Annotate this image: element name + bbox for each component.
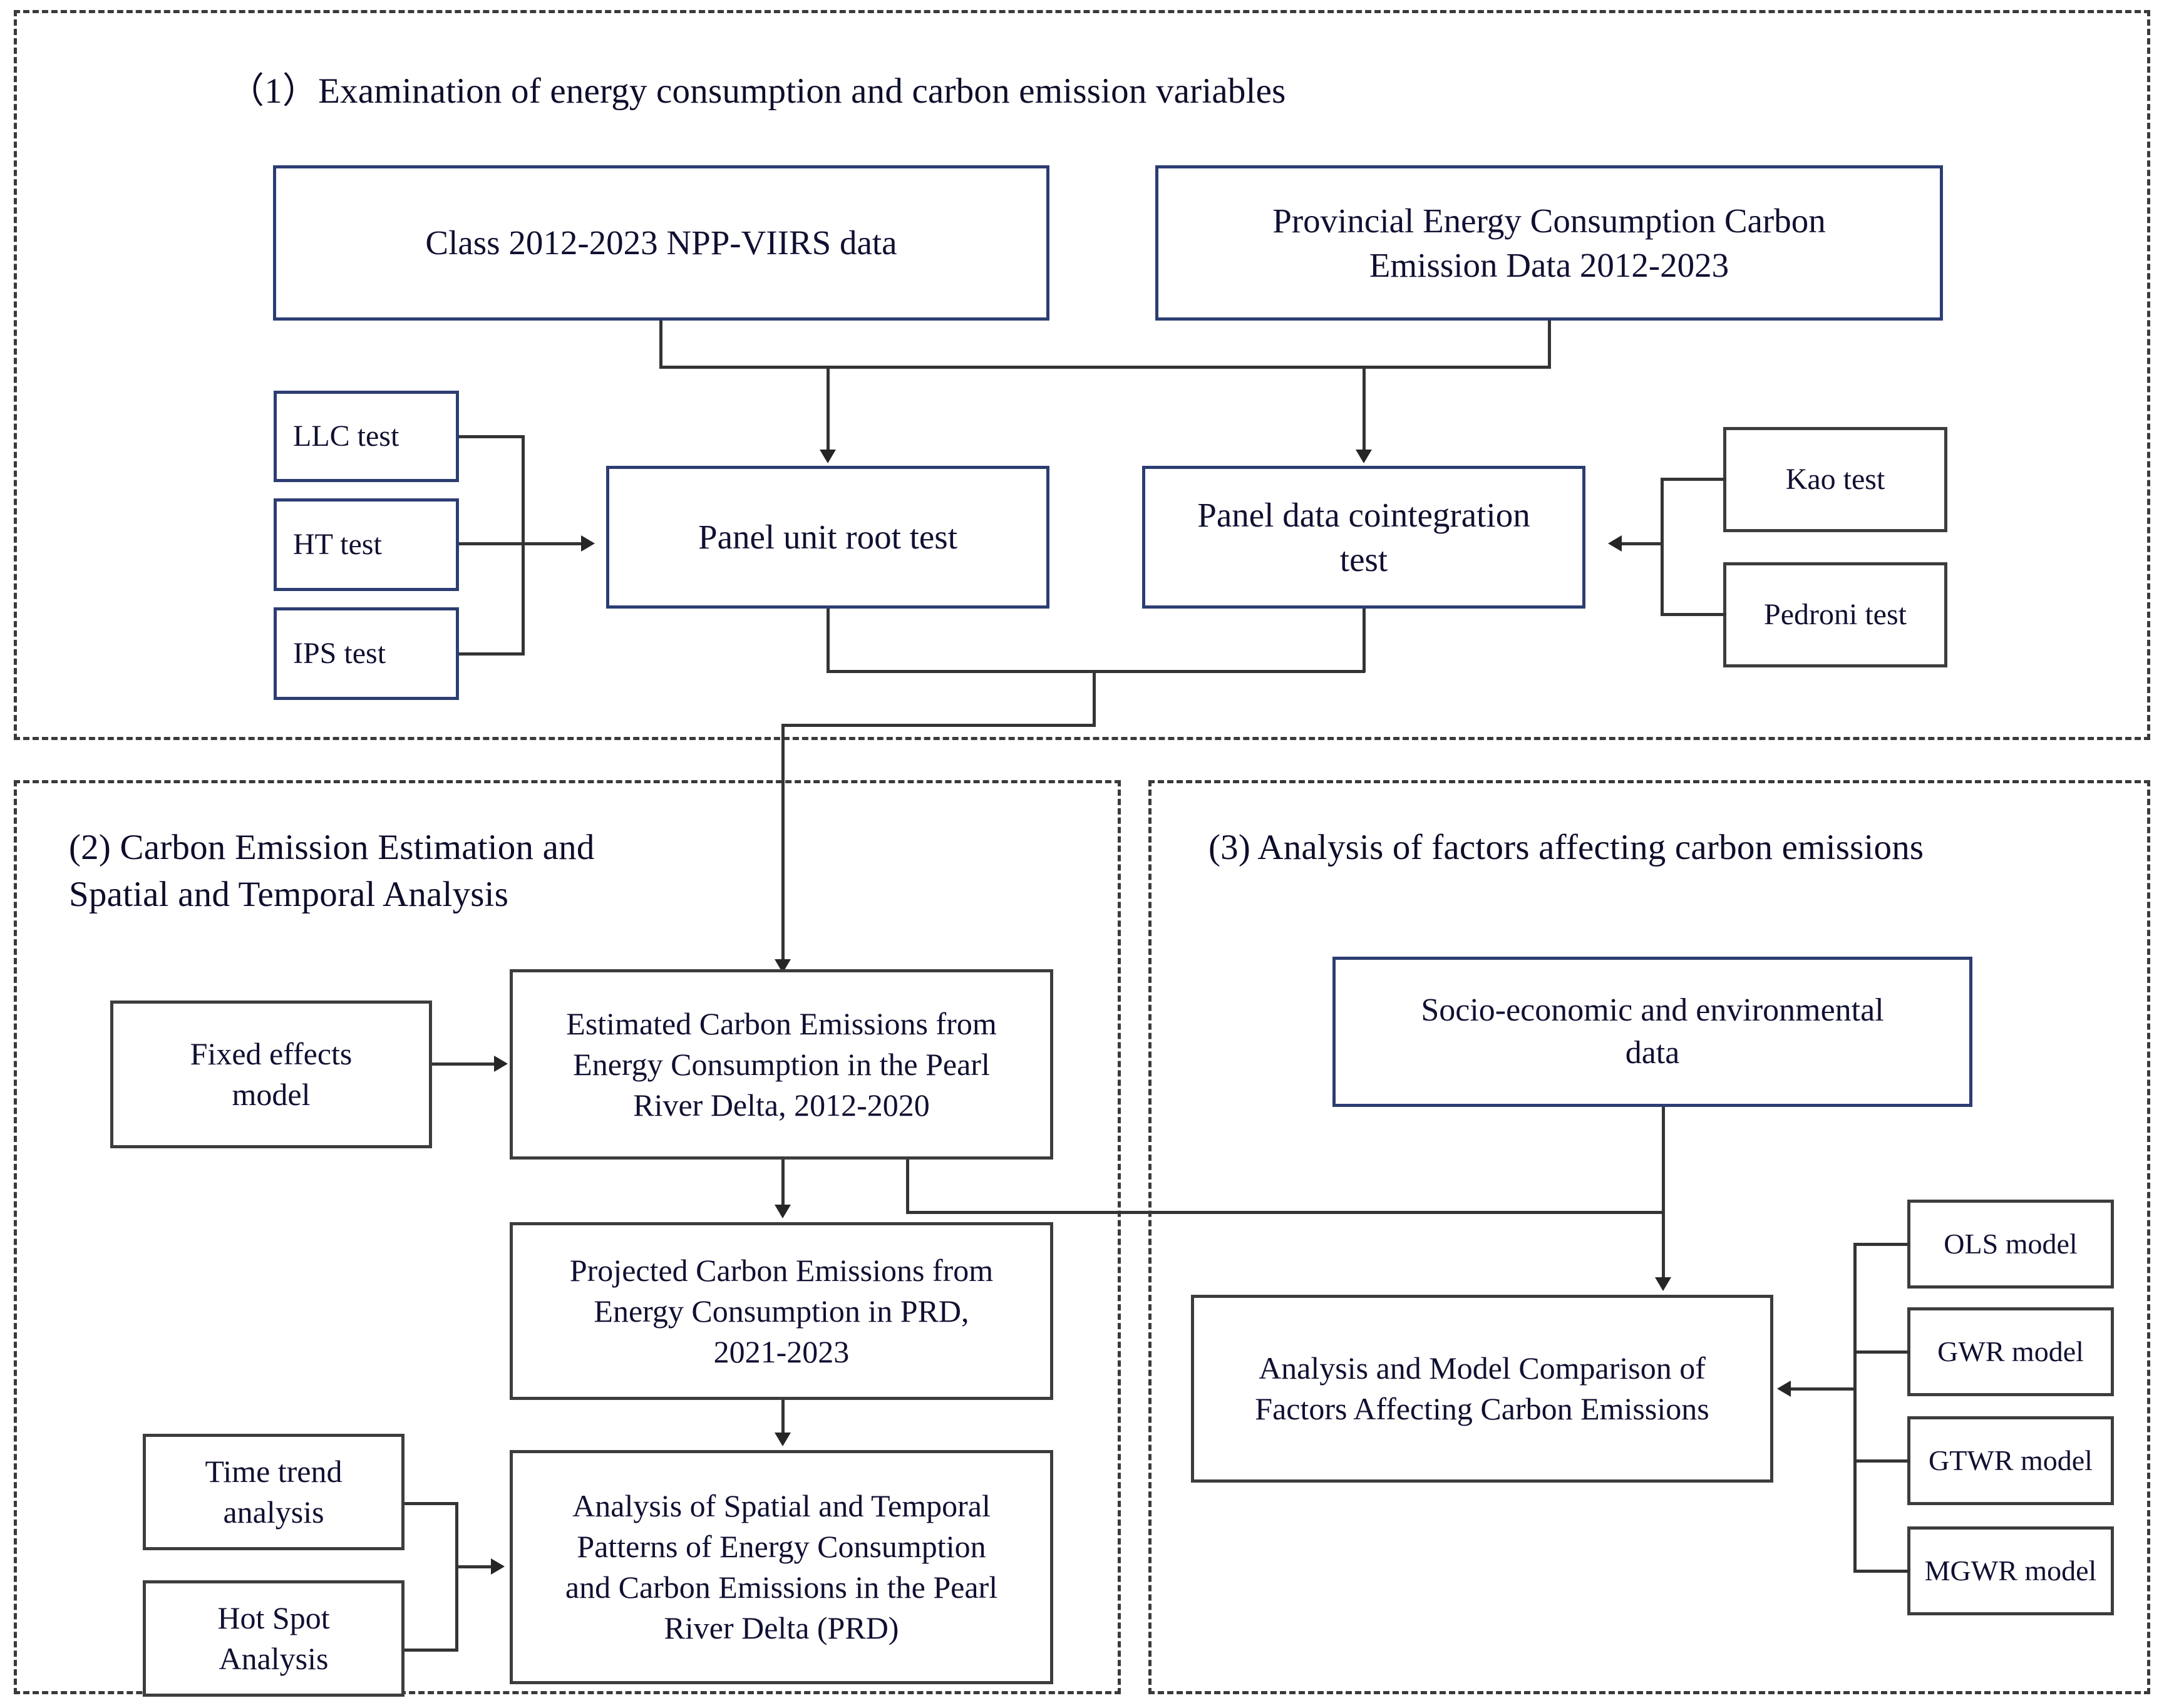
connector-estimated-right-stem — [906, 1160, 909, 1213]
section-three-panel — [1148, 780, 2150, 1694]
node-gwr-model[interactable]: GWR model — [1907, 1307, 2114, 1396]
connector-llc-out — [459, 435, 525, 438]
node-kao-test[interactable]: Kao test — [1723, 427, 1947, 532]
connector-models-bus — [1853, 1243, 1857, 1573]
connector-hotspot-out — [404, 1649, 458, 1652]
node-estimated-carbon-emissions[interactable]: Estimated Carbon Emissions from Energy C… — [510, 969, 1053, 1160]
connector-gwr-out — [1853, 1350, 1910, 1354]
arrow-into-projected — [775, 1205, 791, 1218]
section-one-title: （1）Examination of energy consumption and… — [229, 71, 1286, 111]
node-npp-viirs[interactable]: Class 2012-2023 NPP-VIIRS data — [273, 165, 1049, 321]
connector-left-tests-to-unitroot — [459, 542, 583, 545]
connector-gtwr-out — [1853, 1459, 1910, 1463]
arrow-into-spatiotemporal — [775, 1433, 791, 1446]
connector-socio-to-comparison — [1662, 1211, 1665, 1278]
section-two-panel — [14, 780, 1121, 1694]
arrow-into-estimated — [494, 1056, 508, 1072]
connector-estimated-to-projected — [781, 1160, 785, 1206]
node-pedroni-test[interactable]: Pedroni test — [1723, 562, 1947, 667]
node-gtwr-model[interactable]: GTWR model — [1907, 1416, 2114, 1505]
node-ht-test[interactable]: HT test — [274, 498, 459, 591]
node-mgwr-model[interactable]: MGWR model — [1907, 1526, 2114, 1615]
connector-right-tests-bus — [1661, 478, 1664, 616]
connector-models-to-comparison — [1791, 1387, 1855, 1391]
node-hot-spot-analysis[interactable]: Hot Spot Analysis — [143, 1580, 404, 1697]
connector-bottom-left-bus — [455, 1502, 458, 1652]
connector-left-tests-bus — [522, 435, 525, 656]
connector-socio-down — [1662, 1107, 1665, 1211]
node-panel-cointegration-test[interactable]: Panel data cointegration test — [1142, 466, 1585, 609]
section-two-title: (2) Carbon Emission Estimation and Spati… — [69, 828, 595, 915]
connector-section1-merge-bar — [827, 670, 1365, 673]
node-projected-carbon-emissions[interactable]: Projected Carbon Emissions from Energy C… — [510, 1222, 1053, 1400]
node-ips-test[interactable]: IPS test — [274, 607, 459, 700]
connector-npp-down — [659, 321, 662, 368]
connector-kao-out — [1661, 478, 1726, 481]
connector-timetrend-out — [404, 1502, 458, 1505]
connector-projected-to-spatiotemporal — [781, 1400, 785, 1435]
connector-section1-stem — [1093, 670, 1096, 726]
arrow-into-cointegration — [1356, 450, 1372, 463]
node-model-comparison[interactable]: Analysis and Model Comparison of Factors… — [1191, 1295, 1773, 1483]
node-time-trend-analysis[interactable]: Time trend analysis — [143, 1434, 404, 1550]
connector-to-unit-root — [827, 366, 830, 450]
connector-section1-jog — [781, 724, 1096, 727]
node-llc-test[interactable]: LLC test — [274, 391, 459, 482]
connector-mgwr-out — [1853, 1570, 1910, 1573]
connector-unitroot-down — [827, 609, 830, 672]
node-socio-economic-data[interactable]: Socio-economic and environmental data — [1332, 957, 1972, 1107]
connector-bus-to-spatiotemporal — [455, 1565, 493, 1568]
connector-estimated-to-section3 — [906, 1211, 1662, 1214]
arrow-into-comparison — [1655, 1277, 1671, 1291]
arrow-into-spatiotemporal-left — [491, 1558, 505, 1575]
node-ols-model[interactable]: OLS model — [1907, 1200, 2114, 1289]
connector-into-section2 — [781, 724, 785, 962]
connector-top-merge-bar — [659, 366, 1551, 369]
section-three-title: (3) Analysis of factors affecting carbon… — [1208, 828, 1924, 867]
connector-coint-down — [1363, 609, 1366, 672]
node-provincial-data[interactable]: Provincial Energy Consumption Carbon Emi… — [1155, 165, 1943, 321]
arrow-into-unit-root-left — [581, 535, 595, 552]
connector-provincial-down — [1548, 321, 1551, 368]
connector-ols-out — [1853, 1243, 1910, 1246]
arrow-into-comparison-right — [1777, 1381, 1791, 1397]
connector-right-tests-to-coint — [1622, 542, 1664, 545]
node-fixed-effects-model[interactable]: Fixed effects model — [110, 1001, 432, 1148]
section-one-panel — [14, 10, 2150, 740]
node-panel-unit-root-test[interactable]: Panel unit root test — [606, 466, 1049, 609]
connector-to-cointegration — [1363, 366, 1366, 450]
arrow-into-unit-root — [820, 450, 836, 463]
connector-ips-out — [459, 652, 525, 656]
connector-fixed-to-estimated — [432, 1062, 496, 1066]
connector-pedroni-out — [1661, 613, 1726, 616]
arrow-into-cointegration-right — [1608, 535, 1622, 552]
node-spatiotemporal-analysis[interactable]: Analysis of Spatial and Temporal Pattern… — [510, 1450, 1053, 1684]
